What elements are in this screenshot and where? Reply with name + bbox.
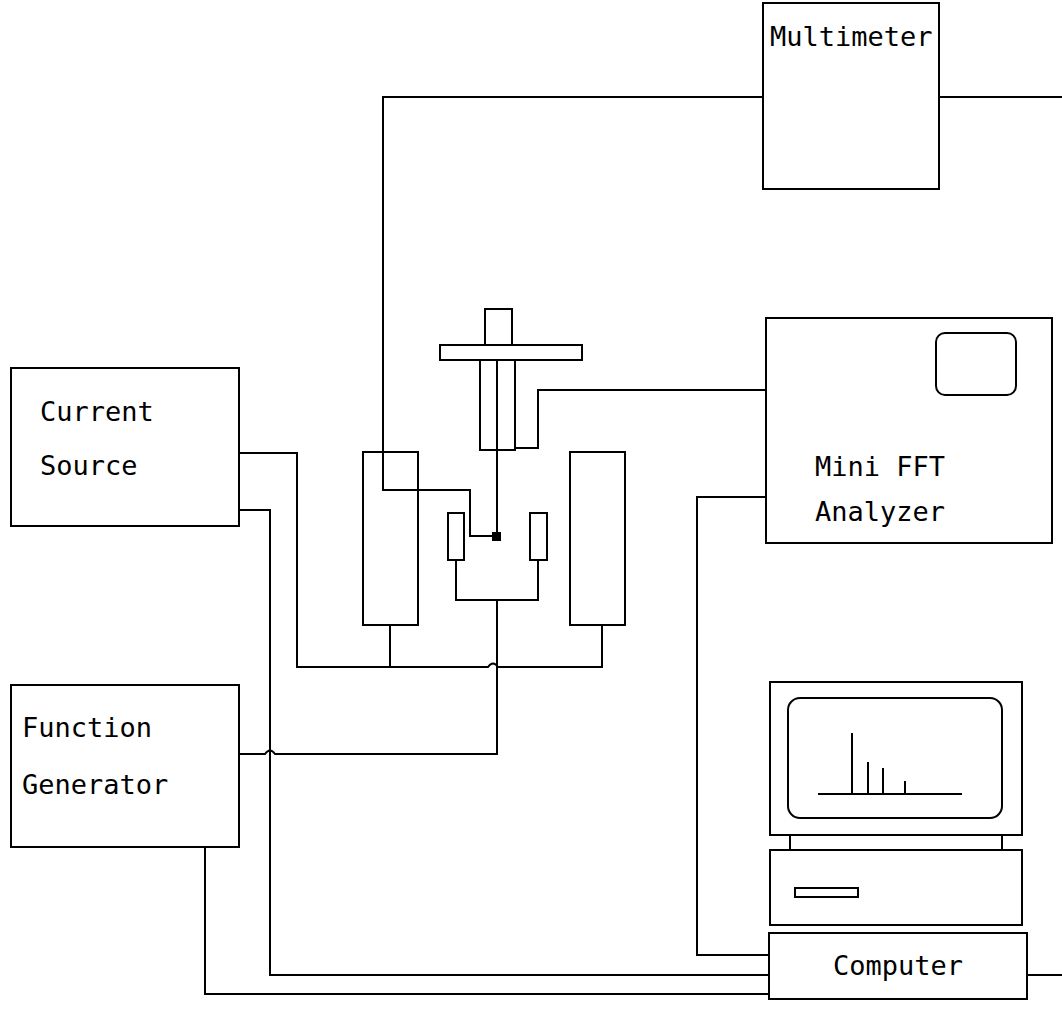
spectrum-bar — [851, 733, 853, 794]
probe — [440, 309, 582, 540]
magnet-pole — [570, 452, 625, 625]
instrument-label: Current Source — [40, 385, 232, 493]
wire — [383, 97, 762, 536]
magnet-pole — [363, 452, 418, 625]
spectrum-bar — [867, 762, 869, 794]
probe-bar — [440, 345, 582, 360]
instrument-box: Computer — [768, 932, 1028, 1000]
instrument-label: Mini FFT Analyzer — [789, 445, 971, 534]
coil — [530, 513, 547, 560]
computer-case — [770, 850, 1022, 925]
signal-cable — [697, 497, 768, 955]
instrument-box: Function Generator — [10, 684, 240, 848]
signal-cable — [940, 97, 1062, 975]
monitor — [770, 682, 1022, 925]
wire — [389, 625, 391, 667]
spectrum-bar — [882, 768, 884, 794]
instrument-box: Mini FFT Analyzer — [765, 317, 1053, 544]
wire — [240, 600, 497, 754]
magnet-assembly — [363, 452, 625, 625]
monitor-frame — [770, 682, 1022, 835]
spectrum-bar — [904, 781, 906, 794]
instrument-label: Computer — [776, 948, 1020, 983]
wire — [515, 390, 765, 448]
instrument-label: Function Generator — [22, 700, 232, 813]
spectrum-axis — [818, 793, 962, 795]
sample — [493, 533, 500, 540]
coil — [448, 513, 464, 560]
instrument-box: Multimeter — [762, 2, 940, 190]
instrument-label: Multimeter — [770, 18, 932, 56]
wire — [456, 560, 538, 600]
analyzer-screen — [936, 333, 1016, 395]
signal-cable — [240, 510, 768, 975]
signal-cable — [205, 848, 768, 994]
wires — [240, 97, 765, 754]
instrument-box: Current Source — [10, 367, 240, 527]
monitor-screen — [788, 698, 1002, 818]
disk-slot — [795, 888, 858, 897]
probe-cap — [485, 309, 512, 345]
probe-rod — [496, 360, 498, 533]
monitor-neck — [790, 835, 1002, 850]
wire — [240, 453, 602, 667]
